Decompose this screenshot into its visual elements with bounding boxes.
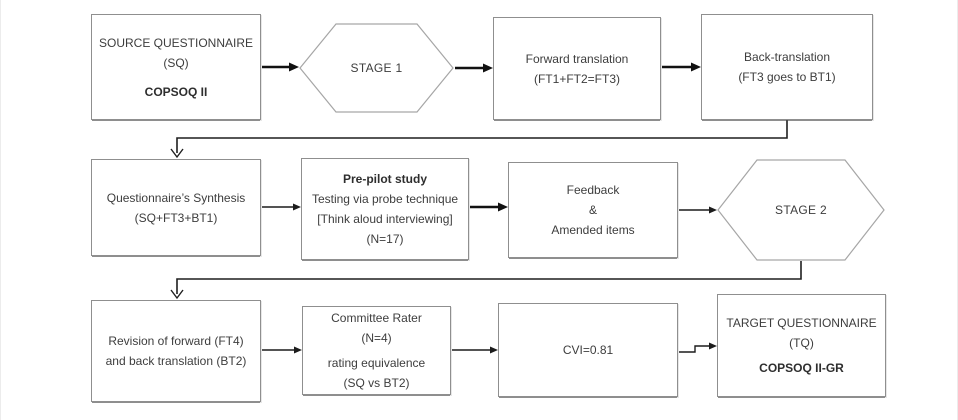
down-arrowhead-qs <box>170 148 184 159</box>
node-text: SOURCE QUESTIONNAIRE <box>98 35 254 50</box>
node-text: Forward translation <box>525 51 629 66</box>
node-text: (SQ vs BT2) <box>343 376 410 390</box>
node-text: rating equivalence <box>327 356 426 370</box>
stage2-label: STAGE 2 <box>775 203 827 217</box>
arrowhead-ft <box>483 63 493 73</box>
node-text: Committee Rater <box>331 311 422 325</box>
node-back-translation: Back-translation (FT3 goes to BT1) <box>701 14 873 120</box>
node-cvi-result: CVI=0.81 <box>498 303 678 397</box>
hexagon-shape <box>717 159 885 261</box>
node-forward-translation: Forward translation (FT1+FT2=FT3) <box>493 17 661 120</box>
node-text: & <box>588 203 597 217</box>
node-text: (SQ) <box>163 55 189 70</box>
node-text: [Think aloud interviewing] <box>317 212 453 226</box>
node-text: (FT3 goes to BT1) <box>738 70 836 84</box>
arrowhead-tq <box>709 342 717 350</box>
arrowhead-fb <box>498 202 508 212</box>
arrowhead-stage2 <box>709 206 717 214</box>
node-text: CVI=0.81 <box>562 343 614 357</box>
node-text: Testing via probe technique <box>311 192 459 206</box>
node-target-questionnaire: TARGET QUESTIONNAIRE (TQ) COPSOQ II-GR <box>717 294 886 397</box>
node-text: (TQ) <box>789 336 814 350</box>
node-text: (SQ+FT3+BT1) <box>134 210 218 225</box>
connector-stage2-to-rev <box>176 261 802 294</box>
node-committee-rater: Committee Rater (N=4) rating equivalence… <box>302 306 451 395</box>
arrowhead-bt <box>691 62 701 72</box>
arrowhead-stage1 <box>289 62 299 72</box>
node-text: and back translation (BT2) <box>105 354 247 368</box>
node-text: Questionnaire’s Synthesis <box>106 190 246 205</box>
node-text: Revision of forward (FT4) <box>108 334 244 348</box>
node-pre-pilot-study: Pre-pilot study Testing via probe techni… <box>301 158 469 260</box>
arrowhead-cr <box>294 346 302 354</box>
node-questionnaire-synthesis: Questionnaire’s Synthesis (SQ+FT3+BT1) <box>91 159 261 256</box>
node-text-bold: COPSOQ II-GR <box>759 361 844 375</box>
node-text-bold: COPSOQ II <box>144 84 208 99</box>
row-connectors <box>176 120 802 294</box>
node-text-bold: Pre-pilot study <box>342 172 427 186</box>
hexagon-shape <box>299 23 454 113</box>
node-text: Feedback <box>566 183 620 197</box>
node-text: Amended items <box>551 223 635 237</box>
node-stage2-hexagon: STAGE 2 <box>717 159 885 261</box>
connector-bt-to-qs <box>176 120 788 153</box>
node-stage1-hexagon: STAGE 1 <box>299 23 454 113</box>
down-arrowhead-rev <box>170 289 184 300</box>
stage1-label: STAGE 1 <box>350 61 403 75</box>
node-text: (N=4) <box>361 331 392 345</box>
arrowhead-cvi <box>490 346 498 354</box>
arrow-cvi-to-tq <box>679 345 710 353</box>
arrowhead-pp <box>293 203 301 211</box>
node-text: Back-translation <box>743 50 831 64</box>
node-source-questionnaire: SOURCE QUESTIONNAIRE (SQ) COPSOQ II <box>91 14 261 120</box>
node-feedback-amended-items: Feedback & Amended items <box>508 162 678 258</box>
node-revision-translation: Revision of forward (FT4) and back trans… <box>91 300 261 402</box>
node-text: TARGET QUESTIONNAIRE <box>726 316 877 330</box>
node-text: (FT1+FT2=FT3) <box>533 71 620 86</box>
node-text: (N=17) <box>366 232 404 246</box>
